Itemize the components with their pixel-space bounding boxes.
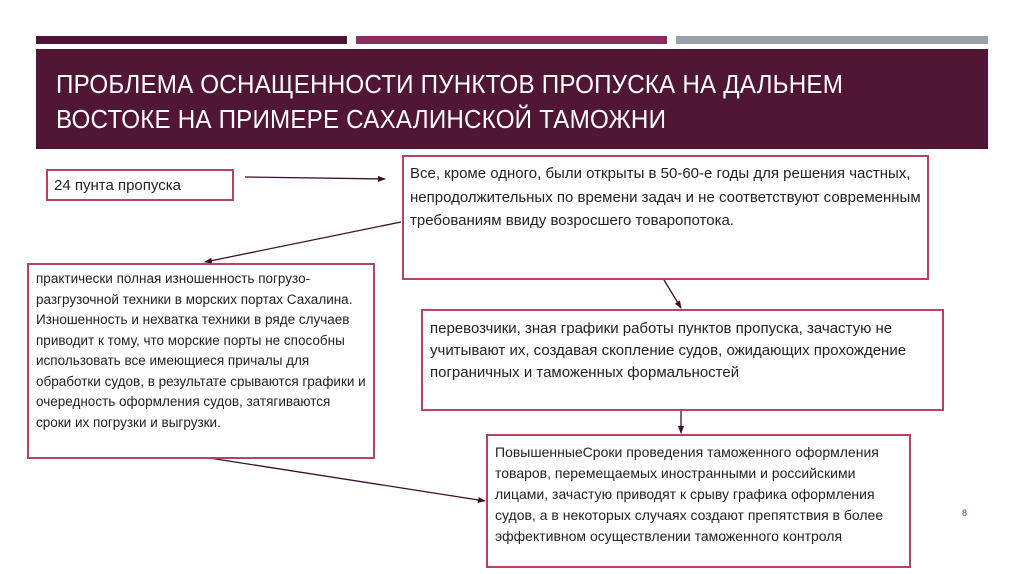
box-equipment-wear: практически полная изношенность погрузо-… (27, 263, 375, 459)
slide-title-line-2: ВОСТОКЕ НА ПРИМЕРЕ САХАЛИНСКОЙ ТАМОЖНИ (56, 104, 667, 134)
box-checkpoints-count-text: 24 пунта пропуска (54, 177, 181, 194)
accent-bar-dark (36, 36, 347, 44)
slide-title-line-1: ПРОБЛЕМА ОСНАЩЕННОСТИ ПУНКТОВ ПРОПУСКА Н… (56, 69, 844, 99)
page-number: 8 (962, 508, 968, 518)
arrow-equipment-to-customs (202, 456, 486, 503)
arrow-checkpoints-to-outdated (244, 175, 386, 182)
box-carriers-schedules-text: перевозчики, зная графики работы пунктов… (430, 320, 907, 381)
accent-bar-pink (356, 36, 667, 44)
box-equipment-wear-text: практически полная изношенность погрузо-… (36, 271, 366, 430)
box-outdated-checkpoints: Все, кроме одного, были открыты в 50-60-… (402, 155, 929, 280)
box-carriers-schedules: перевозчики, зная графики работы пунктов… (421, 309, 944, 411)
arrow-outdated-to-carriers (663, 279, 682, 309)
box-customs-delays-text: ПовышенныеСроки проведения таможенного о… (495, 444, 884, 544)
slide-title: ПРОБЛЕМА ОСНАЩЕННОСТИ ПУНКТОВ ПРОПУСКА Н… (56, 67, 904, 137)
box-checkpoints-count: 24 пунта пропуска (46, 169, 234, 201)
title-band: ПРОБЛЕМА ОСНАЩЕННОСТИ ПУНКТОВ ПРОПУСКА Н… (36, 49, 988, 149)
box-outdated-checkpoints-text: Все, кроме одного, были открыты в 50-60-… (410, 165, 921, 229)
arrow-outdated-to-equipment (204, 221, 402, 264)
accent-bar-gray (676, 36, 988, 44)
box-customs-delays: ПовышенныеСроки проведения таможенного о… (486, 434, 911, 568)
